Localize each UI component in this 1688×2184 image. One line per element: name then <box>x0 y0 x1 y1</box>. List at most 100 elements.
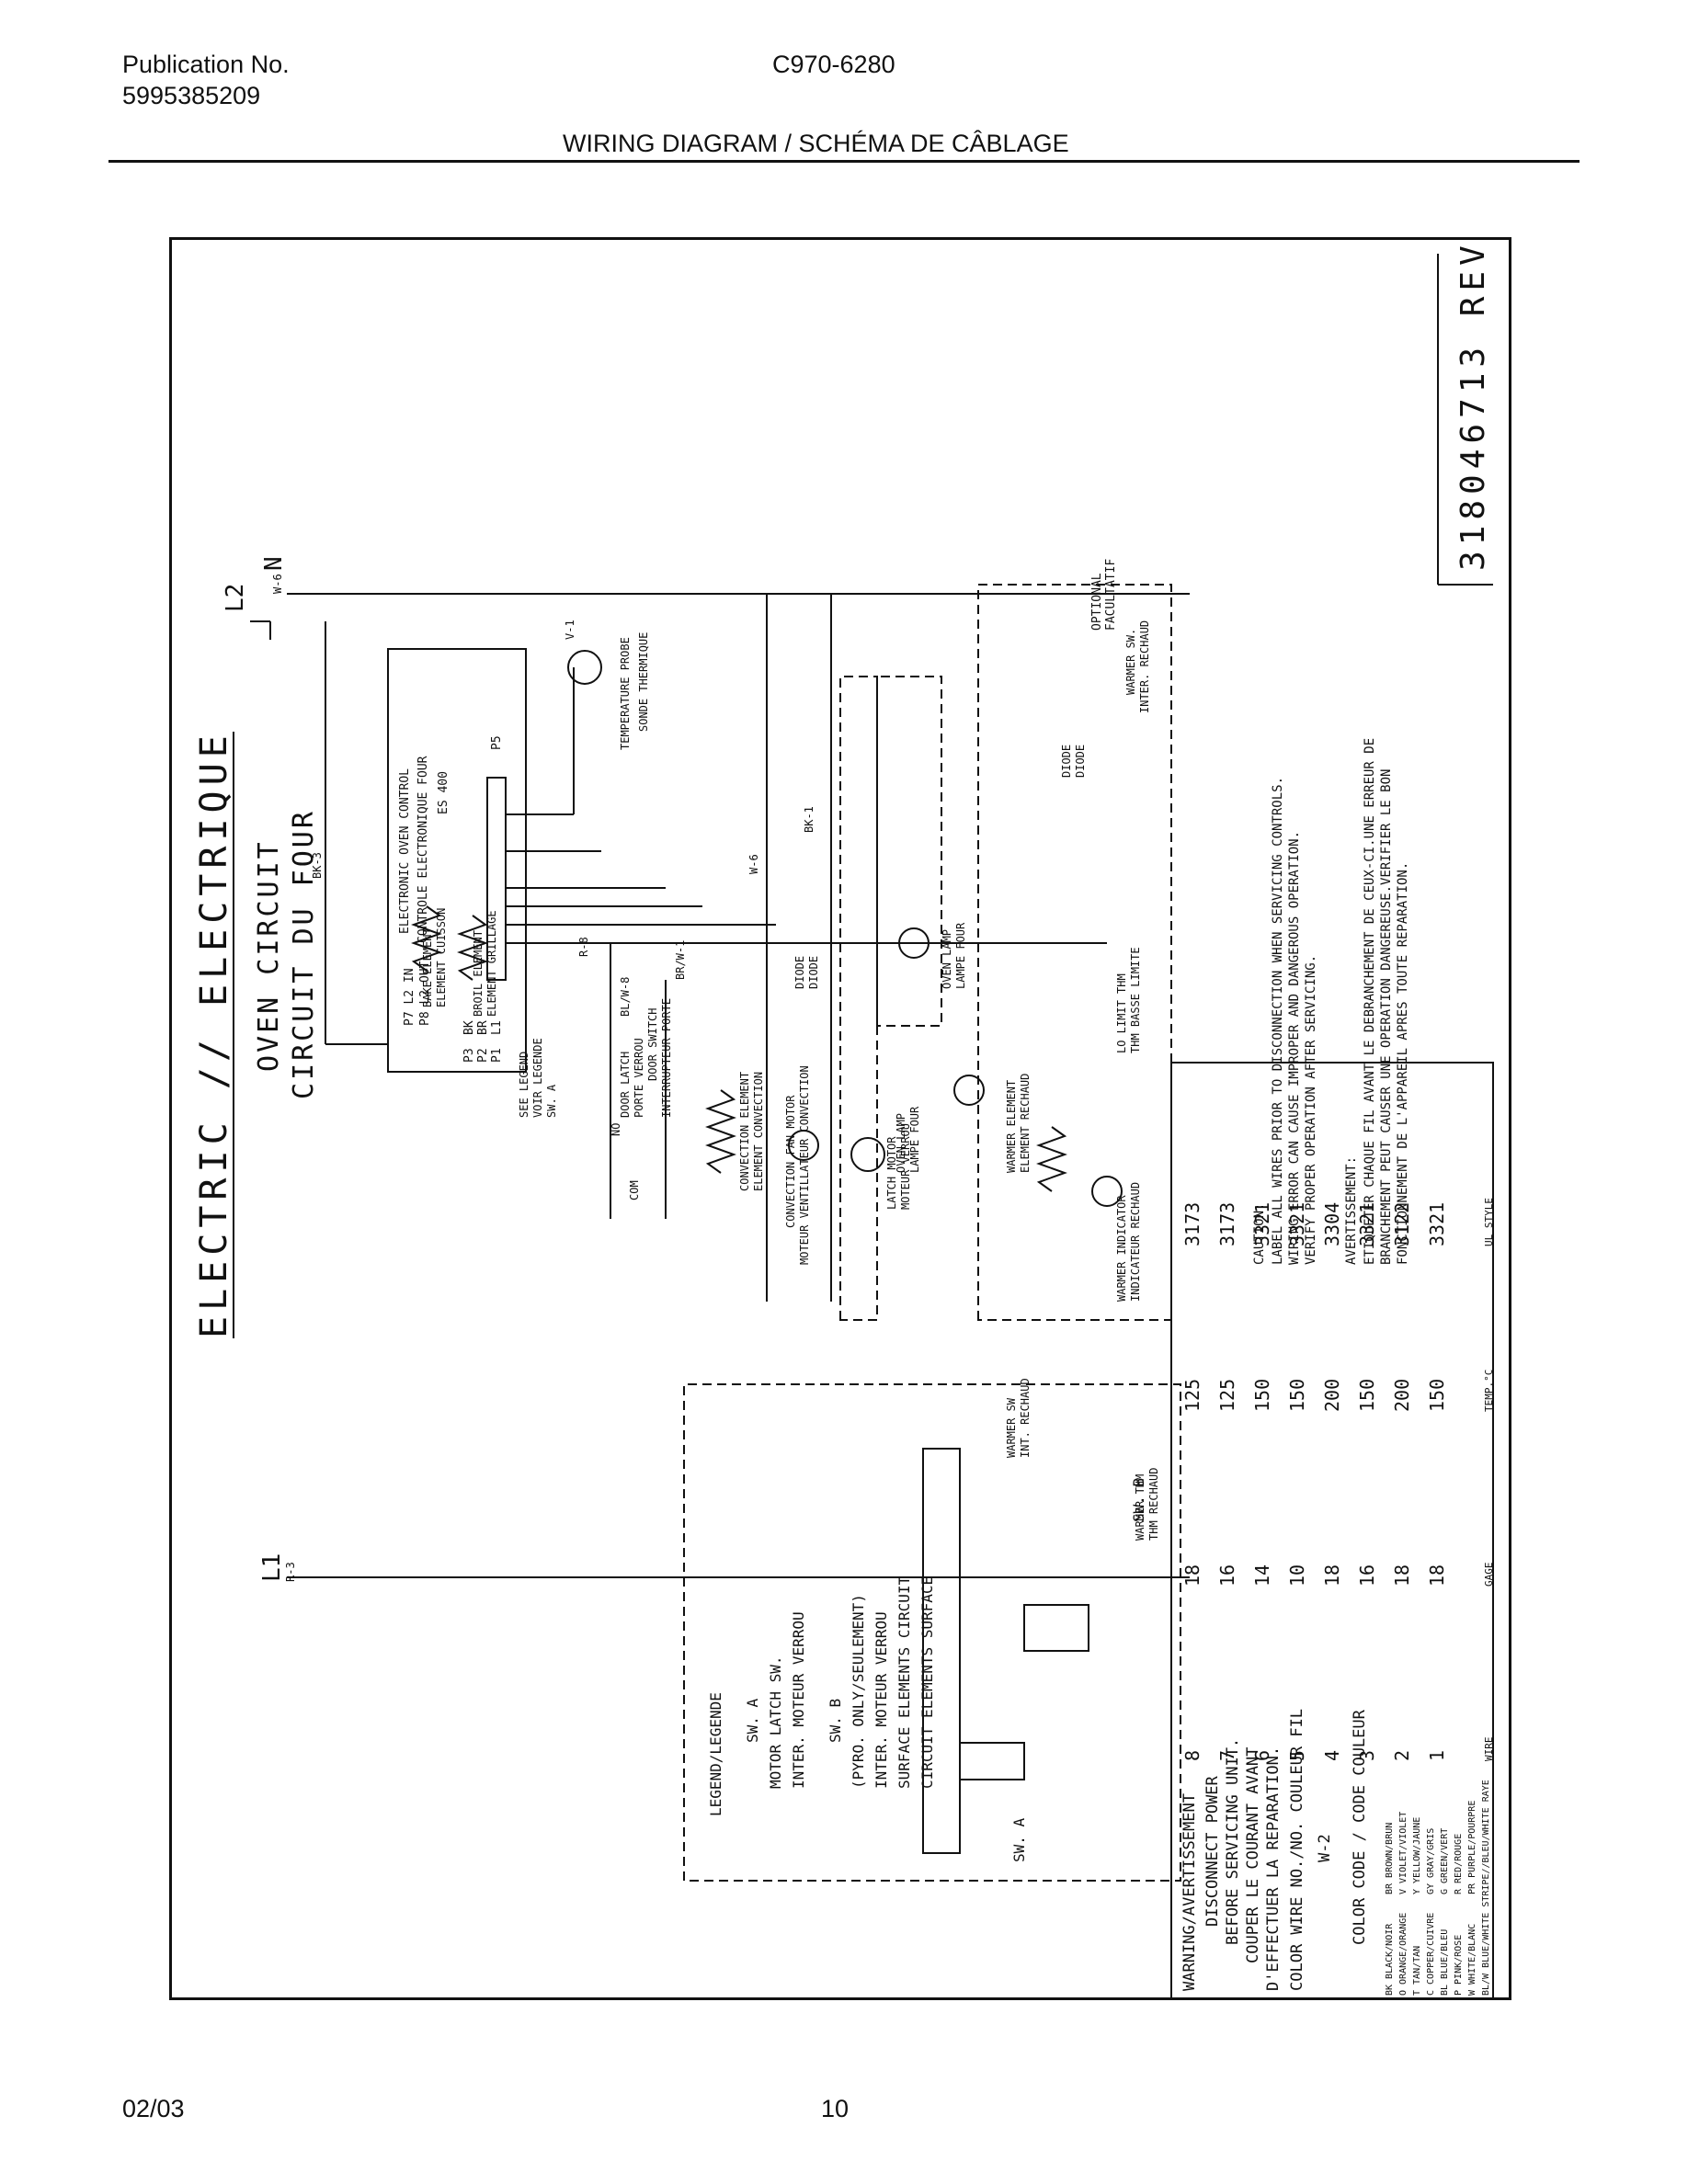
color-code-row: PR PURPLE/POURPRE <box>1467 1801 1477 1894</box>
control-pin-l1: L1 <box>490 1020 504 1035</box>
wire-table-cell: 16 <box>1216 1564 1238 1587</box>
diode-en: DIODE <box>793 956 806 989</box>
wire-table-header: WIRE <box>1483 1737 1495 1762</box>
wire-table-cell: 3321 <box>1286 1202 1308 1246</box>
convection-motor-en: CONVECTION FAN MOTOR <box>784 1095 797 1228</box>
latch-motor-icon <box>850 1137 885 1172</box>
optional-lamp-box <box>876 676 942 1027</box>
warmer-diode-fr: DIODE <box>1074 745 1087 778</box>
wire-table-cell: 18 <box>1321 1564 1343 1587</box>
color-code-row: G GREEN/VERT <box>1440 1828 1450 1894</box>
door-switch-en: DOOR SWITCH <box>646 1008 659 1081</box>
broil-element-en: BROIL ELEMENT <box>472 930 485 1017</box>
wire-table-cell: 6 <box>1251 1750 1273 1761</box>
caution-line-3: VERIFY PROPER OPERATION AFTER SERVICING. <box>1304 955 1318 1265</box>
wire-table-cell: 8 <box>1181 1750 1203 1761</box>
avertissement-line-1: ETIQUETER CHAQUE FIL AVANT LE DEBRANCHEM… <box>1363 738 1377 1265</box>
oven-lamp-1-en: OVEN LAMP <box>941 929 953 989</box>
warmer-diode-en: DIODE <box>1060 745 1073 778</box>
part-number: 318046713 REV:B <box>1454 237 1492 571</box>
page-number: 10 <box>821 2095 850 2122</box>
color-code-row: V VIOLET/VIOLET <box>1398 1812 1409 1894</box>
wire-table-cell: 18 <box>1391 1564 1413 1587</box>
legend-line-8: CIRCUIT ELEMENTS SURFACE <box>918 1576 936 1789</box>
legend-sw-b: SW. B <box>1130 1478 1147 1522</box>
legend-sw-a: SW. A <box>1010 1817 1028 1862</box>
wire-table-cell: 3321 <box>1426 1202 1448 1246</box>
document-title: WIRING DIAGRAM / SCHÉMA DE CÂBLAGE <box>563 130 1069 157</box>
wire-table-cell: 150 <box>1356 1379 1378 1412</box>
legend-line-7: SURFACE ELEMENTS CIRCUIT <box>895 1575 913 1789</box>
wire-table-cell: 18 <box>1426 1564 1448 1587</box>
legend-box <box>683 1383 1181 1882</box>
warmer-element-icon <box>1036 1126 1067 1192</box>
warmer-thm-fr: THM RECHAUD <box>1147 1468 1160 1541</box>
control-model: ES 400 <box>437 771 451 814</box>
optional-en: OPTIONAL <box>1090 573 1104 631</box>
wiring-diagram: ELECTRIC // ELECTRIQUE OVEN CIRCUIT CIRC… <box>193 237 1495 2000</box>
line-label-r3: R-3 <box>284 1562 297 1582</box>
color-code-row: BL/W BLUE/WHITE STRIPE//BLEU/WHITE RAYE <box>1481 1780 1491 1996</box>
line-label-l2: L2 <box>222 584 249 612</box>
main-title: ELECTRIC // ELECTRIQUE <box>193 730 235 1338</box>
bake-element-en: BAKE ELEMENT <box>421 927 434 1007</box>
warning-line-2: BEFORE SERVICING UNIT. <box>1224 1738 1242 1945</box>
probe-wire-label: V-1 <box>564 620 576 640</box>
broil-element-icon <box>457 915 488 981</box>
wire-table-cell: 2 <box>1391 1750 1413 1761</box>
lo-limit-fr: THM BASSE LIMITE <box>1129 947 1142 1053</box>
legend-line-5: (PYRO. ONLY/SEULEMENT) <box>850 1594 867 1789</box>
lo-limit-en: LO LIMIT THM <box>1115 973 1128 1053</box>
diagram-frame <box>169 237 1511 2000</box>
oven-lamp-icon-1 <box>898 927 930 959</box>
convection-fan-motor-icon <box>788 1130 819 1161</box>
latch-motor-fr: MOTEUR VERROU <box>899 1123 912 1210</box>
control-pin-p8: P8 L2 OUT <box>418 961 432 1026</box>
wire-table-header: GAGE <box>1483 1563 1495 1587</box>
wire-label-r8: R-8 <box>577 937 590 957</box>
wire-table-cell: 150 <box>1426 1379 1448 1412</box>
wire-table-cell: 10 <box>1286 1564 1308 1587</box>
caution-line-2: WIRING ERROR CAN CAUSE IMPROPER AND DANG… <box>1287 831 1302 1265</box>
color-code-row: BR BROWN/BRUN <box>1385 1823 1395 1894</box>
oven-lamp-2-fr: LAMPE FOUR <box>908 1106 921 1173</box>
legend-line-2: MOTOR LATCH SW. <box>767 1656 784 1790</box>
color-code-row: GY GRAY/GRIS <box>1426 1828 1436 1894</box>
color-code-row: C COPPER/CUIVRE <box>1426 1913 1436 1996</box>
control-p5: P5 <box>490 735 504 750</box>
wire-table-cell: 7 <box>1216 1750 1238 1761</box>
line-label-w6: W-6 <box>271 574 284 594</box>
control-pin-br: BR <box>476 1020 490 1035</box>
p5-connector <box>486 777 507 981</box>
lamp-circuit-box <box>839 676 878 1321</box>
color-code-row: BK BLACK/NOIR <box>1385 1923 1395 1996</box>
color-code-row: Y YELLOW/JAUNE <box>1412 1817 1422 1894</box>
warmer-indicator-icon <box>1091 1176 1123 1207</box>
warmer-sw2-fr: INT. RECHAUD <box>1019 1378 1032 1458</box>
warmer-indicator-en: WARMER INDICATOR <box>1115 1195 1128 1302</box>
color-code-row: W WHITE/BLANC <box>1467 1924 1477 1996</box>
legend-switch-b <box>1023 1604 1089 1652</box>
color-code-row: T TAN/TAN <box>1412 1946 1422 1996</box>
wire-label-blw8: BL/W-8 <box>619 977 632 1017</box>
wire-table-cell: 18 <box>1181 1564 1203 1587</box>
convection-element-icon <box>705 1089 736 1174</box>
legend-panel <box>922 1448 961 1854</box>
door-latch-en: DOOR LATCH <box>619 1052 632 1118</box>
legend-line-4: SW. B <box>827 1699 844 1743</box>
broil-element-fr: ELEMENT GRILLAGE <box>485 910 498 1017</box>
wire-table-cell: 3304 <box>1321 1202 1343 1246</box>
wire-label-w6: W-6 <box>747 854 760 874</box>
color-code-row: P PINK/ROSE <box>1454 1935 1464 1996</box>
header-divider <box>108 160 1580 163</box>
bake-element-icon <box>411 905 442 972</box>
wire-table-header: UL STYLE <box>1483 1198 1495 1246</box>
wire-table-cell: 3 <box>1356 1750 1378 1761</box>
convection-element-fr: ELEMENT CONVECTION <box>752 1072 765 1191</box>
color-code-title: COLOR CODE / CODE COULEUR <box>1351 1709 1369 1945</box>
avertissement-line-2: BRANCHEMENT PEUT CAUSER UNE OPERATION DA… <box>1379 769 1394 1265</box>
wire-table-cell: 4 <box>1321 1750 1343 1761</box>
color-code-row: R RED/ROUGE <box>1454 1834 1464 1894</box>
warning-title: WARNING/AVERTISSEMENT <box>1180 1793 1199 1991</box>
control-pin-p1: P1 <box>490 1048 504 1063</box>
